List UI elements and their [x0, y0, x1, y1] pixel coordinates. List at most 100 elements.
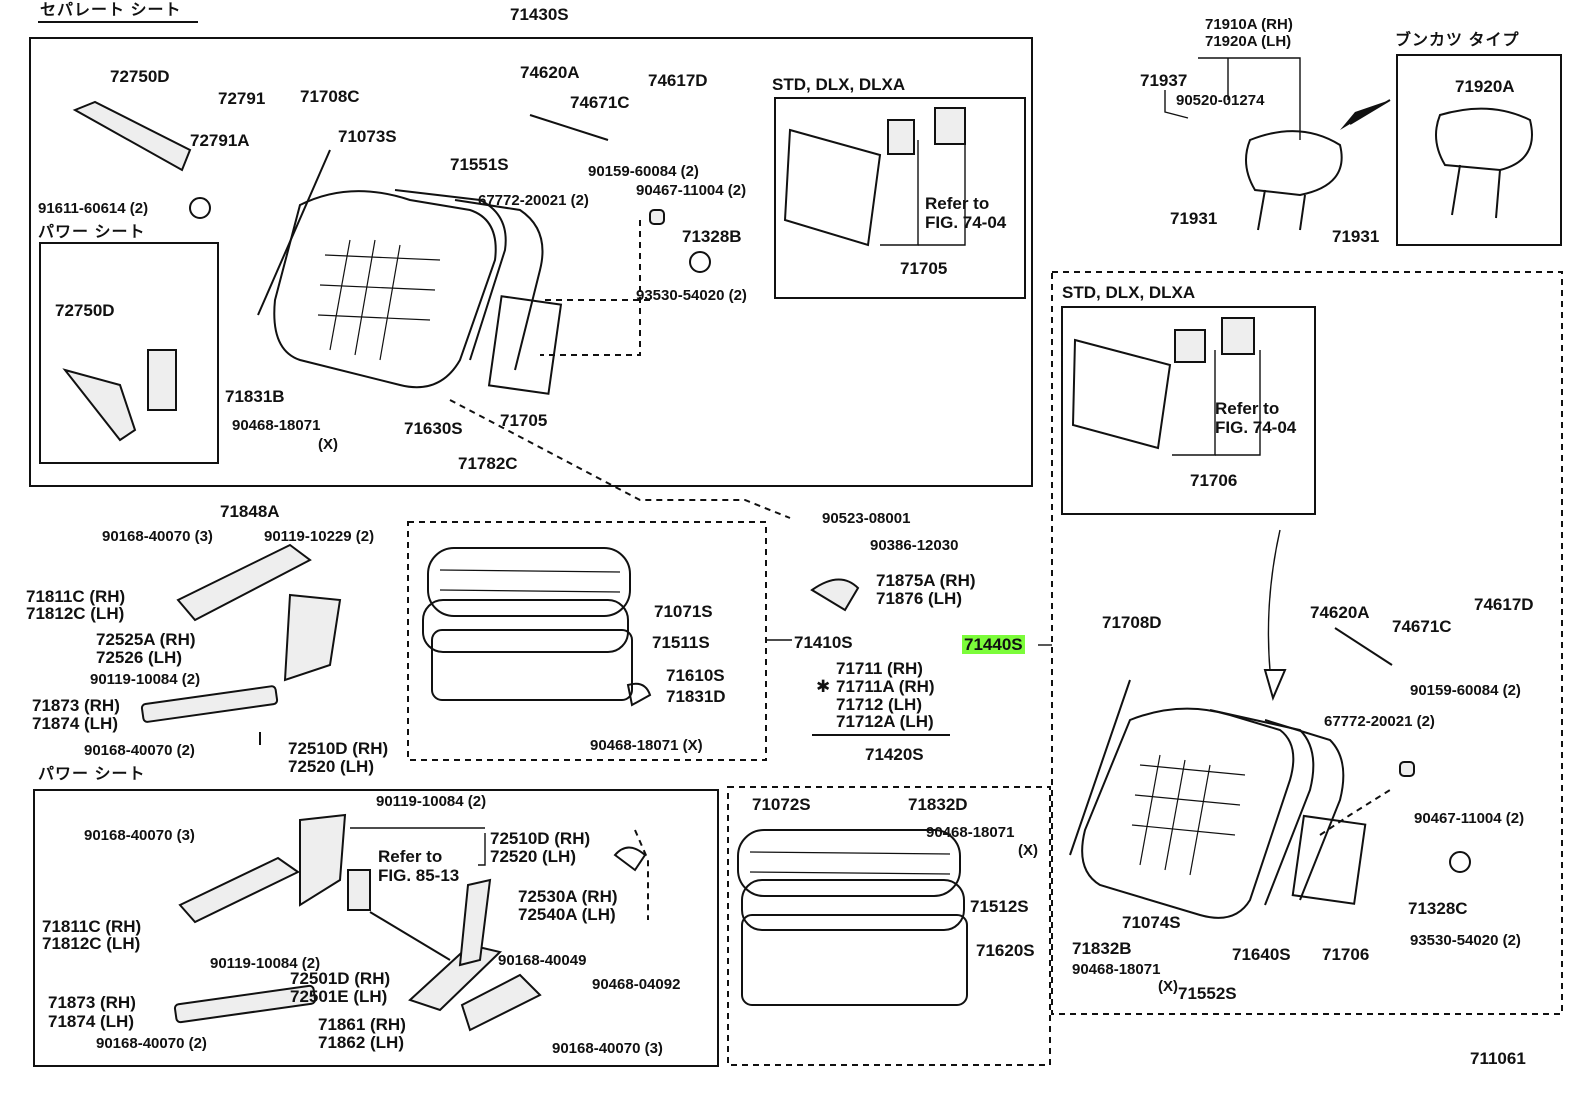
part-label-71831D: 71831D	[666, 687, 726, 706]
part-label-71072S: 71072S	[752, 795, 811, 814]
part-label-74620A: 74620A	[520, 63, 580, 82]
part-label-71620S: 71620S	[976, 941, 1035, 960]
part-label-71874-lh: 71874 (LH)	[32, 714, 118, 733]
part-label-71328C: 71328C	[1408, 899, 1468, 918]
part-label-71874-b: 71874 (LH)	[48, 1012, 134, 1031]
part-label-90523-08001: 90523-08001	[822, 510, 911, 527]
part-label-71511S: 71511S	[652, 633, 710, 652]
part-label-90467-11004: 90467-11004 (2)	[636, 182, 747, 199]
cushion-group-box-2	[727, 786, 1051, 1066]
part-label-90119-10084-d: 90119-10084 (2)	[210, 955, 321, 972]
part-label-71708C: 71708C	[300, 87, 360, 106]
part-label-71832B: 71832B	[1072, 939, 1132, 958]
part-label-71920A-lh: 71920A (LH)	[1205, 33, 1292, 50]
part-label-90119-10084-c: 90119-10084 (2)	[376, 793, 487, 810]
star-mark: ✱	[816, 677, 831, 696]
part-label-90468-18071-c-x: (X)	[1158, 978, 1178, 995]
part-label-71910A: 71910A (RH)	[1205, 16, 1293, 33]
part-label-71937: 71937	[1140, 71, 1188, 90]
part-label-71705: 71705	[500, 411, 548, 430]
part-label-71430S: 71430S	[510, 5, 569, 24]
part-label-71848A: 71848A	[220, 502, 280, 521]
part-label-67772-20021: 67772-20021 (2)	[478, 192, 589, 209]
part-label-71812C-b: 71812C (LH)	[42, 934, 141, 953]
part-label-71862: 71862 (LH)	[318, 1033, 404, 1052]
note-refer-74-04-line1: Refer to	[925, 194, 990, 213]
part-label-90468-18071-c: 90468-18071	[1072, 961, 1161, 978]
part-label-72530A: 72530A (RH)	[518, 887, 618, 906]
part-label-71711A: 71711A (RH)	[836, 677, 935, 696]
power-seat-track-box	[33, 789, 719, 1067]
part-label-90168-40070-c: 90168-40070 (3)	[84, 827, 195, 844]
part-label-71931-right: 71931	[1332, 227, 1380, 246]
part-label-71875A: 71875A (RH)	[876, 571, 976, 590]
part-label-71551S: 71551S	[450, 155, 509, 174]
part-label-71782C: 71782C	[458, 454, 518, 473]
part-label-71328B: 71328B	[682, 227, 742, 246]
part-label-90168-40070-2: 90168-40070 (2)	[84, 742, 195, 759]
note-refer-85-13-line2: FIG. 85-13	[378, 866, 460, 885]
part-label-71074S: 71074S	[1122, 913, 1181, 932]
part-label-90468-18071-x-b: 90468-18071 (X)	[590, 737, 703, 754]
part-label-71073S: 71073S	[338, 127, 397, 146]
part-label-72750D-power: 72750D	[55, 301, 115, 320]
part-label-90386-12030: 90386-12030	[870, 537, 959, 554]
section-label-std-1: STD, DLX, DLXA	[772, 75, 906, 94]
part-label-93530-54020-b: 93530-54020 (2)	[1410, 932, 1521, 949]
section-label-std-2: STD, DLX, DLXA	[1062, 283, 1196, 302]
part-label-71920A: 71920A	[1455, 77, 1515, 96]
part-label-71873-b: 71873 (RH)	[48, 993, 136, 1012]
std-inset-box-1	[774, 97, 1026, 299]
part-label-90467-11004-b: 90467-11004 (2)	[1414, 810, 1525, 827]
part-label-72501E: 72501E (LH)	[290, 987, 388, 1006]
part-label-72540A: 72540A (LH)	[518, 905, 616, 924]
part-label-90168-40070-f: 90168-40070 (3)	[552, 1040, 663, 1057]
part-label-72510D: 72510D (RH)	[288, 739, 389, 758]
note-refer-85-13-line1: Refer to	[378, 847, 443, 866]
part-label-90468-18071-e-x: (X)	[1018, 842, 1038, 859]
note-refer-74-04-b-line1: Refer to	[1215, 399, 1280, 418]
part-label-71630S: 71630S	[404, 419, 463, 438]
part-label-91611-60614: 91611-60614 (2)	[38, 200, 149, 217]
part-label-90168-40070-e: 90168-40070 (2)	[96, 1035, 207, 1052]
part-label-72520-b: 72520 (LH)	[490, 847, 576, 866]
part-label-72791: 72791	[218, 89, 266, 108]
part-label-71410S: 71410S	[794, 633, 853, 652]
part-label-71712A: 71712A (LH)	[836, 712, 934, 731]
part-label-71420S: 71420S	[865, 745, 924, 764]
star-list-underline	[812, 734, 950, 736]
part-label-71876: 71876 (LH)	[876, 589, 962, 608]
part-label-74617D-b: 74617D	[1474, 595, 1534, 614]
part-label-93530-54020: 93530-54020 (2)	[636, 287, 747, 304]
part-label-74671C-b: 74671C	[1392, 617, 1452, 636]
part-label-90468-18071-x: (X)	[318, 436, 338, 453]
section-label-bunkatsu-type: ブンカツ タイプ	[1395, 32, 1520, 49]
part-label-72791A: 72791A	[190, 131, 250, 150]
part-label-90520-01274: 90520-01274	[1176, 92, 1265, 109]
part-label-71552S: 71552S	[1178, 984, 1237, 1003]
part-label-90159-60084-b: 90159-60084 (2)	[1410, 682, 1521, 699]
part-label-71440S-highlighted[interactable]: 71440S	[962, 635, 1025, 654]
part-label-71861: 71861 (RH)	[318, 1015, 406, 1034]
note-refer-74-04-line2: FIG. 74-04	[925, 213, 1007, 232]
std-inset-box-2	[1061, 306, 1316, 515]
part-label-71832D: 71832D	[908, 795, 968, 814]
part-label-72510D-b: 72510D (RH)	[490, 829, 591, 848]
sheet-title: セパレート シート	[40, 2, 182, 19]
figure-number: 711061	[1470, 1049, 1526, 1068]
part-label-71610S: 71610S	[666, 666, 725, 685]
highlight-71440S: 71440S	[962, 635, 1025, 654]
part-label-74620A-b: 74620A	[1310, 603, 1370, 622]
part-label-71811C-b: 71811C (RH)	[42, 917, 142, 936]
part-label-71812C-lh: 71812C (LH)	[26, 604, 125, 623]
part-label-71706-b: 71706	[1322, 945, 1370, 964]
part-label-74671C: 74671C	[570, 93, 630, 112]
part-label-74617D: 74617D	[648, 71, 708, 90]
section-label-power-seat: パワー シート	[38, 224, 146, 241]
part-label-67772-20021-b: 67772-20021 (2)	[1324, 713, 1435, 730]
part-label-90159-60084: 90159-60084 (2)	[588, 163, 699, 180]
note-refer-74-04-b-line2: FIG. 74-04	[1215, 418, 1297, 437]
part-label-90468-18071: 90468-18071	[232, 417, 321, 434]
part-label-71071S: 71071S	[654, 602, 713, 621]
